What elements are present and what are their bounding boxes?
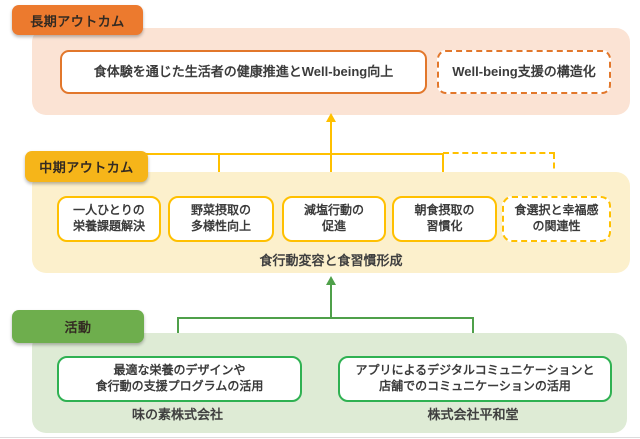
mid-term-box-happiness: 食選択と幸福感 の関連性 <box>502 196 611 242</box>
arrow-activity-to-mid-shaft <box>330 284 332 318</box>
box-text: 店舗でのコミュニケーションの活用 <box>379 379 571 393</box>
arrow-mid-to-long-shaft <box>330 122 332 154</box>
box-text: 促進 <box>321 219 346 233</box>
long-term-main-box: 食体験を通じた生活者の健康推進とWell-being向上 <box>60 50 427 94</box>
mid-term-box-nutrition: 一人ひとりの 栄養課題解決 <box>57 196 161 242</box>
bottom-divider <box>0 437 640 438</box>
company-name-heiwado: 株式会社平和堂 <box>427 407 519 422</box>
arrow-up-icon <box>326 113 336 122</box>
mid-term-box-breakfast: 朝食摂取の 習慣化 <box>392 196 497 242</box>
activity-box-heiwado: アプリによるデジタルコミュニケーションと 店舗でのコミュニケーションの活用 <box>338 356 612 402</box>
mid-connector-horizontal <box>143 153 443 155</box>
box-text: の関連性 <box>532 219 581 233</box>
box-text: 食行動の支援プログラムの活用 <box>95 379 264 393</box>
box-text: 習慣化 <box>426 219 463 233</box>
long-term-main-text: 食体験を通じた生活者の健康推進とWell-being向上 <box>93 63 394 79</box>
mid-term-box-salt: 減塩行動の 促進 <box>282 196 386 242</box>
long-term-dashed-box: Well-being支援の構造化 <box>437 50 611 94</box>
box-text: 最適な栄養のデザインや <box>113 363 246 378</box>
box-text: 野菜摂取の <box>190 203 251 218</box>
box-text: 減塩行動の <box>303 203 364 218</box>
company-name-ajinomoto: 味の素株式会社 <box>131 407 223 422</box>
arrow-up-icon <box>326 276 336 285</box>
box-text: 食選択と幸福感 <box>514 203 599 218</box>
mid-term-label: 中期アウトカム <box>25 151 148 182</box>
box-text: 多様性向上 <box>190 219 251 233</box>
activity-label: 活動 <box>12 310 144 343</box>
long-term-dashed-text: Well-being支援の構造化 <box>452 63 596 79</box>
box-text: 朝食摂取の <box>414 203 475 218</box>
long-term-label: 長期アウトカム <box>12 5 143 35</box>
activity-box-ajinomoto: 最適な栄養のデザインや 食行動の支援プログラムの活用 <box>57 356 302 402</box>
mid-term-caption: 食行動変容と食習慣形成 <box>259 253 403 268</box>
activity-connector-horizontal <box>177 317 474 319</box>
box-text: 一人ひとりの <box>73 203 145 218</box>
box-text: 栄養課題解決 <box>72 219 145 233</box>
mid-term-box-vegetable: 野菜摂取の 多様性向上 <box>168 196 274 242</box>
mid-connector-horizontal-dashed <box>443 152 555 154</box>
box-text: アプリによるデジタルコミュニケーションと <box>355 363 595 378</box>
